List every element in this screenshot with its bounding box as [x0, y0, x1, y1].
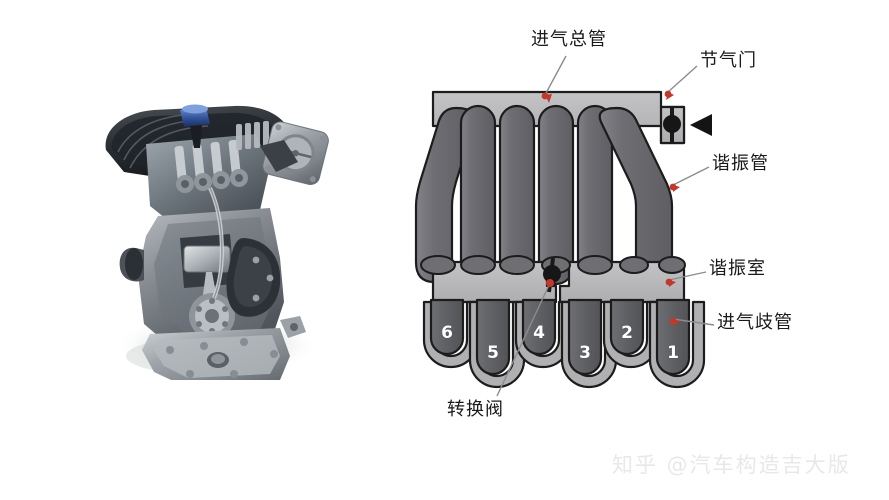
resonance-chamber-left — [431, 260, 558, 304]
resonance-tube-3 — [537, 104, 575, 286]
cylinder-number-6: 6 — [441, 323, 453, 343]
switching-valve — [543, 265, 561, 283]
label-resonance-tube: 谐振管 — [712, 153, 769, 174]
intake-main-plenum — [431, 90, 686, 145]
label-switching-valve: 转换阀 — [447, 399, 504, 420]
label-throttle-valve: 节气门 — [700, 50, 757, 71]
label-intake-runner: 进气歧管 — [717, 312, 793, 333]
cylinder-number-1: 1 — [667, 343, 679, 363]
resonance-tube-5 — [459, 104, 497, 286]
engine-photo — [84, 88, 350, 380]
cylinder-number-3: 3 — [579, 343, 591, 363]
cylinder-number-4: 4 — [533, 323, 545, 343]
site-watermark: 知乎 @汽车构造吉大版 — [612, 453, 851, 477]
pointer-tips — [541, 90, 680, 326]
resonance-tube-1 — [598, 106, 674, 286]
throttle-valve — [663, 115, 681, 133]
resonance-chamber-right — [558, 260, 686, 304]
cylinder-number-5: 5 — [487, 343, 499, 363]
resonance-tube-2 — [576, 104, 614, 286]
resonance-tube-4 — [498, 104, 536, 286]
resonance-tube-6 — [414, 106, 476, 284]
air-flow-arrow-icon — [690, 114, 712, 136]
label-resonance-chamber: 谐振室 — [709, 258, 766, 279]
cylinder-number-2: 2 — [621, 323, 633, 343]
label-intake-main-pipe: 进气总管 — [531, 29, 607, 50]
